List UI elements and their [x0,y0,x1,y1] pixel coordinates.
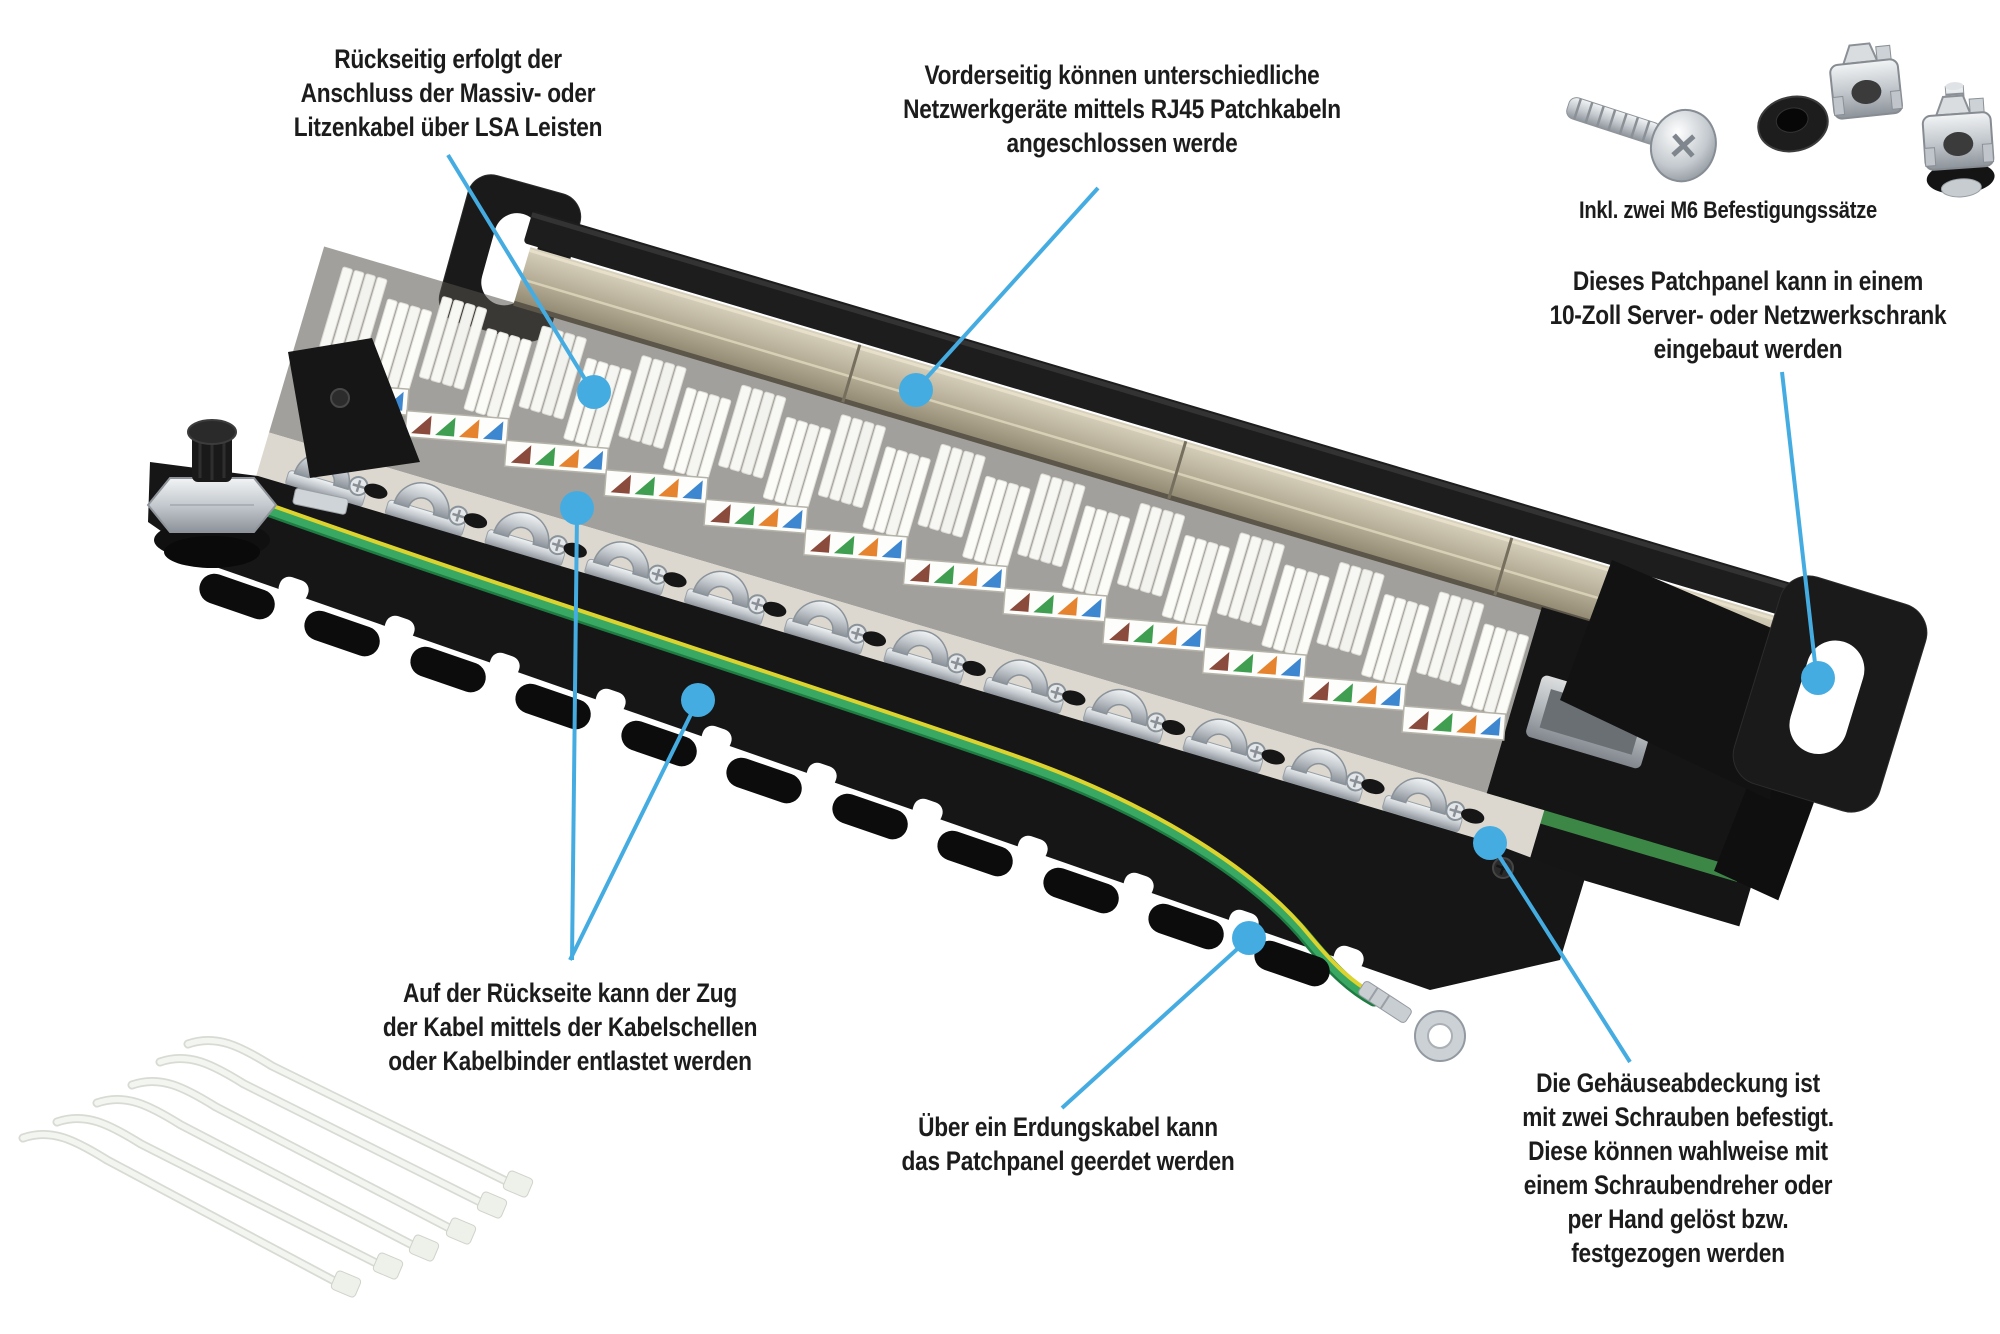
callout-dot-cover [1473,826,1507,860]
callout-line-text: oder Kabelbinder entlastet werden [388,1046,752,1076]
cable-tie [18,1130,362,1298]
callout-line-text: der Kabel mittels der Kabelschellen [382,1012,758,1042]
callout-dots [560,373,1835,955]
callout-text-front: Vorderseitig können unterschiedliche Net… [903,58,1341,160]
callout-line-mount [1780,371,1818,673]
callout-line-text: Dieses Patchpanel kann in einem [1572,266,1924,296]
cable-tie [52,1114,404,1280]
wire-ferrule [292,487,349,515]
callout-line-front [919,186,1100,386]
m6-screw [1566,97,1717,183]
callout-line-text: 10-Zoll Server- oder Netzwerkschrank [1549,300,1947,330]
callout-line-text: das Patchpanel geerdet werden [901,1146,1235,1176]
pcb-edge [1492,796,1741,882]
cable-ties [18,1036,534,1298]
left-side-bracket [288,338,420,478]
ring-terminal [1358,981,1466,1062]
callout-text-lsa: Rückseitig erfolgt der Anschluss der Mas… [293,42,603,144]
callout-dot-lsa [577,375,611,409]
ground-wire [255,500,1381,1007]
callout-line-text: angeschlossen werde [1006,128,1238,158]
cable-tie [183,1036,534,1198]
callout-line-text: Vorderseitig können unterschiedliche [924,60,1320,90]
callout-line-text: Die Gehäuseabdeckung ist [1536,1068,1820,1098]
callout-dot-strain-1 [560,491,594,525]
callout-dot-front [899,373,933,407]
callout-line-text: eingebaut werden [1653,334,1843,364]
cable-tie [127,1077,477,1245]
callout-text-strain: Auf der Rückseite kann der Zug der Kabel… [382,976,758,1078]
callout-line-strain-1 [570,511,579,961]
m6-washer [1757,95,1829,153]
m6-set-caption: Inkl. zwei M6 Befestigungssätze [1579,196,1877,226]
cable-tie [92,1095,440,1262]
callout-line-text: Diese können wahlweise mit [1528,1136,1828,1166]
callout-line-text: Anschluss der Massiv- oder [300,78,596,108]
callout-line-text: einem Schraubendreher oder [1523,1170,1833,1200]
callout-text-ground: Über ein Erdungskabel kann das Patchpane… [901,1110,1234,1178]
callout-dot-ground [1232,921,1266,955]
front-top-rail [524,211,1833,628]
callout-line-text: Rückseitig erfolgt der [334,44,562,74]
callout-line-text: Netzwerkgeräte mittels RJ45 Patchkabeln [903,94,1341,124]
callout-text-mount: Dieses Patchpanel kann in einem 10-Zoll … [1550,264,1947,366]
callout-line-text: Inkl. zwei M6 Befestigungssätze [1578,197,1878,224]
callout-line-strain-2 [568,703,698,961]
callout-text-cover: Die Gehäuseabdeckung ist mit zwei Schrau… [1522,1066,1834,1270]
callout-dot-strain-2 [681,683,715,717]
m6-mounting-set [1566,39,1995,198]
cable-tie [155,1054,508,1219]
callout-line-text: per Hand gelöst bzw. [1567,1204,1789,1234]
grounding-bolt [146,419,278,568]
callout-line-cover [1492,846,1632,1064]
callout-line-lsa [446,153,590,386]
patch-panel [146,174,1928,1062]
m6-assembled-set [1920,82,1995,198]
shielded-front-band [513,247,1823,688]
callout-line-ground [1060,940,1247,1110]
callout-dot-mount [1801,661,1835,695]
callout-line-text: Litzenkabel über LSA Leisten [293,112,603,142]
callout-line-text: Auf der Rückseite kann der Zug [403,978,737,1008]
callout-lines [446,153,1818,1110]
callout-line-text: mit zwei Schrauben befestigt. [1522,1102,1834,1132]
callout-line-text: Über ein Erdungskabel kann [918,1112,1218,1142]
callout-line-text: festgezogen werden [1571,1238,1785,1268]
